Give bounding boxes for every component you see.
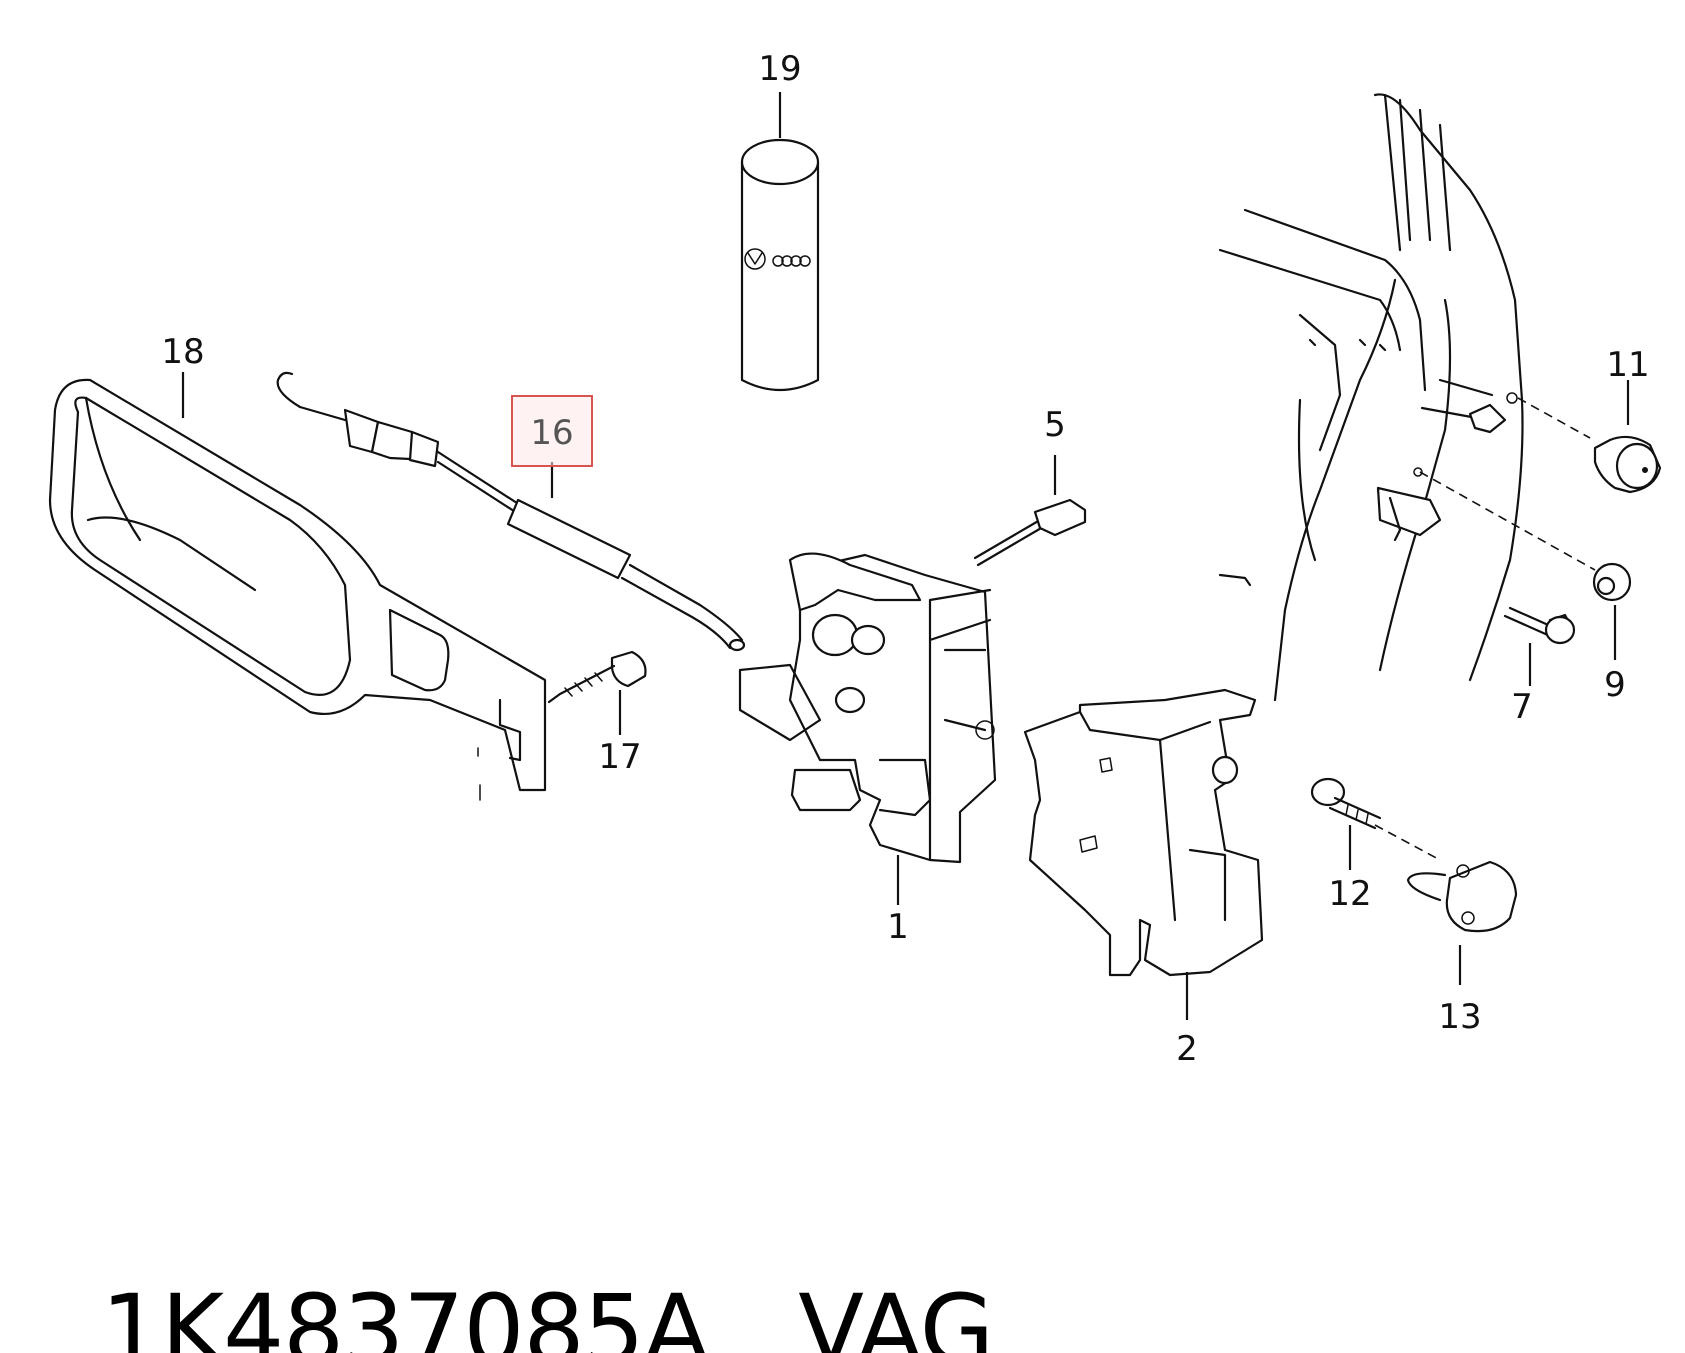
callout-2: 2 [1176,1029,1198,1069]
part-12-bolt [1310,777,1382,830]
callout-1: 1 [887,907,909,947]
part-16-cable [276,371,746,652]
callout-7: 7 [1511,687,1533,727]
callout-5: 5 [1044,405,1066,445]
part-1-door-lock [738,552,997,864]
part-number: 1K4837085A [101,1274,709,1353]
assembly-lines [1374,397,1596,861]
part-17-screw [547,650,647,704]
part-7-screw [1503,606,1576,645]
callout-16: 16 [530,413,573,453]
part-2-bracket [1023,688,1264,977]
part-19-spray-can [740,138,820,392]
part-footer: 1K4837085A VAG [42,1186,994,1353]
callout-11: 11 [1606,345,1649,385]
highlight-box-16 [511,395,593,467]
callout-18: 18 [161,332,204,372]
brand-name: VAG [798,1274,994,1353]
part-13-striker [1406,860,1518,933]
callout-12: 12 [1328,874,1371,914]
part-9-plug [1592,562,1632,602]
part-5-connector [973,498,1087,567]
part-11-cap [1593,435,1662,494]
callout-19: 19 [758,49,801,89]
callout-13: 13 [1438,997,1481,1037]
door-frame [1218,93,1524,702]
part-18-inner-handle [48,378,547,801]
leader-lines [181,92,1630,1020]
callout-labels: 19 18 16 5 11 17 1 2 7 9 12 13 [161,49,1649,1069]
callout-9: 9 [1604,665,1626,705]
callout-17: 17 [598,737,641,777]
